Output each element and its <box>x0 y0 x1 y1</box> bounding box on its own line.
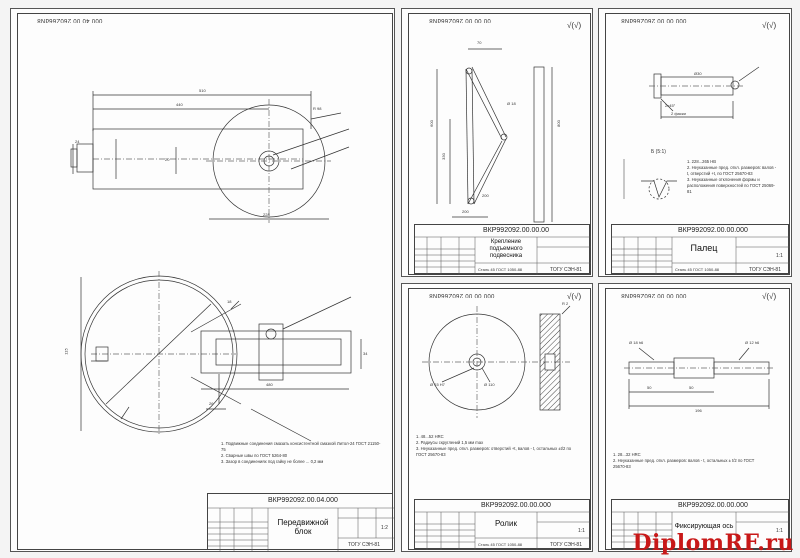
note-line: 1. Подвижные соединения смазать консисте… <box>221 441 381 452</box>
dim-a: Ø 15 H7 <box>430 382 445 387</box>
note-line: 3. Неуказанные отклонения формы и распол… <box>687 177 775 194</box>
title-block-code: ВКР992092.00.04.000 <box>268 497 338 504</box>
dim-e: 196 <box>695 408 702 413</box>
bracket-sheet: 00 00 00 260Z66dN8 √(√) 70 600 330 Ø 18 … <box>401 8 593 277</box>
title-block-grid <box>415 236 591 275</box>
sheet-frame <box>17 13 393 550</box>
title-block: ВКР992092.00.00.000 Фиксирующая ось 1:1 <box>611 499 790 550</box>
roller-sheet: 000 00 00 260Z66dN8 √(√) Ø 15 H7 Ø 110 R… <box>401 283 593 552</box>
dim-overall: 510 <box>199 88 206 93</box>
title-block-org: ТОГУ СЭН-81 <box>550 542 582 548</box>
title-block-grid <box>208 507 394 551</box>
dim-e: 200 <box>462 209 469 214</box>
dim-d1: 20 <box>165 157 170 162</box>
roughness-symbol: √(√) <box>762 292 777 301</box>
pin-drawing <box>623 66 760 200</box>
title-block-scale: 1:1 <box>776 528 783 534</box>
title-block-material: Сталь 45 ГОСТ 1050-88 <box>478 267 523 272</box>
title-block-material: Сталь 45 ГОСТ 1050-88 <box>478 542 523 547</box>
title-block-material: Сталь 45 ГОСТ 1050-88 <box>675 267 720 272</box>
title-block-code: ВКР992092.00.00.000 <box>678 502 748 509</box>
title-block-name: Фиксирующая ось <box>674 523 734 530</box>
roughness-symbol: √(√) <box>567 292 582 301</box>
title-block-org: ТОГУ СЭН-81 <box>348 542 380 548</box>
note-line: 3. Неуказанные пред. откл. размеров: отв… <box>416 446 572 457</box>
pin-view-label: Б (5:1) <box>651 149 666 155</box>
title-block-code: ВКР992092.00.00.00 <box>483 227 549 234</box>
note-line: 2. Сварные швы по ГОСТ 5264-80 <box>221 453 288 458</box>
assembly-sheet: 000 40 00 260Z66dN8 <box>10 8 395 552</box>
title-block-scale: 1:1 <box>776 253 783 259</box>
title-block: ВКР992092.00.04.000 Передвижной блок 1:2… <box>207 493 394 551</box>
sheet-frame <box>605 13 790 275</box>
axle-notes: 1. 28...32 HRC 2. Неуказанные пред. откл… <box>613 452 763 470</box>
assembly-notes: 1. Подвижные соединения смазать консисте… <box>221 441 381 465</box>
title-block-grid <box>612 511 790 550</box>
note-line: 2. Радиусы скруглений 1,5 мм max <box>416 440 484 445</box>
dim-b: Ø30 <box>694 71 702 76</box>
axle-drawing <box>624 347 774 409</box>
dim-c: 330 <box>440 153 446 160</box>
title-block-org: ТОГУ СЭН-81 <box>550 267 582 273</box>
assembly-top-view <box>70 91 362 442</box>
pin-notes: 1. 228...265 НВ 2. Неуказанные пред. отк… <box>687 159 779 195</box>
dim-bottom: 228 <box>263 212 270 217</box>
fixing-axle-sheet: 000 00 00 260Z66dN8 √(√) Ø 18 h6 Ø 12 h6… <box>598 283 792 552</box>
dim-g: 800 <box>555 120 561 127</box>
title-block-name: Ролик <box>495 519 517 528</box>
sheet-frame <box>408 288 591 550</box>
title-block-code: ВКР992092.00.00.000 <box>678 227 748 234</box>
title-block-name: Передвижной блок <box>277 518 329 536</box>
dim-a: 2x45° <box>665 103 676 108</box>
watermark-logo: DiplomRF.ru <box>632 530 794 556</box>
dim-h1: 34 <box>363 351 368 356</box>
title-block: ВКР992092.00.00.000 Ролик 1:1 Сталь 45 Г… <box>414 499 591 550</box>
bracket-drawing <box>436 48 553 223</box>
dim-inner: 440 <box>176 102 183 107</box>
dim-c: R 2 <box>562 301 569 306</box>
title-block: ВКР992092.00.00.000 Палец 1:1 Сталь 45 Г… <box>611 224 790 275</box>
title-block-grid <box>612 236 790 275</box>
dim-d2: 24 <box>75 139 80 144</box>
dim-c: 50 <box>647 385 652 390</box>
roughness-symbol: √(√) <box>762 21 777 30</box>
roller-drawing <box>422 305 571 418</box>
note-line: 1. 48...52 HRC <box>416 434 444 439</box>
note-line: 1. 228...265 НВ <box>687 159 717 164</box>
dim-d3: 18 <box>227 299 232 304</box>
title-block-org: ТОГУ СЭН-81 <box>749 267 781 273</box>
title-block-name: Крепление подъемного подвесника <box>489 239 523 259</box>
dim-a: 70 <box>477 40 482 45</box>
note-line: 3. Зазор в соединениях под гайку не боле… <box>221 459 324 464</box>
roller-notes: 1. 48...52 HRC 2. Радиусы скруглений 1,5… <box>416 434 581 458</box>
dim-h2: 26 <box>209 401 214 406</box>
dim-d: 50 <box>689 385 694 390</box>
note-line: 2. Неуказанные пред. откл. размеров: вал… <box>613 458 755 469</box>
dim-len: 480 <box>266 382 273 387</box>
title-block-scale: 1:2 <box>381 525 388 531</box>
note-line: 1. 28...32 HRC <box>613 452 641 457</box>
roughness-symbol: √(√) <box>567 21 582 30</box>
title-block: ВКР992092.00.00.00 Крепление подъемного … <box>414 224 591 275</box>
title-block-scale: 1:1 <box>578 528 585 534</box>
dim-side: 115 <box>63 348 69 355</box>
title-block-grid <box>415 511 591 550</box>
dim-b: Ø 110 <box>484 382 495 387</box>
dim-f: 200 <box>482 193 489 198</box>
sheet-frame <box>605 288 790 550</box>
dim-b: 600 <box>428 120 434 127</box>
pin-sheet: 000 00 00 260Z66dN8 √(√) Б (5:1) 2 фаски… <box>598 8 792 277</box>
note-line: 2. Неуказанные пред. откл. размеров: вал… <box>687 165 777 176</box>
sheet-frame <box>408 13 591 275</box>
dim-b: Ø 12 h6 <box>745 340 760 345</box>
pin-callout: 2 фаски <box>671 111 686 116</box>
dim-radius: R 98 <box>313 106 322 111</box>
dim-d: Ø 18 <box>507 101 516 106</box>
title-block-code: ВКР992092.00.00.000 <box>481 502 551 509</box>
title-block-name: Палец <box>690 243 718 253</box>
dim-a: Ø 18 h6 <box>629 340 644 345</box>
